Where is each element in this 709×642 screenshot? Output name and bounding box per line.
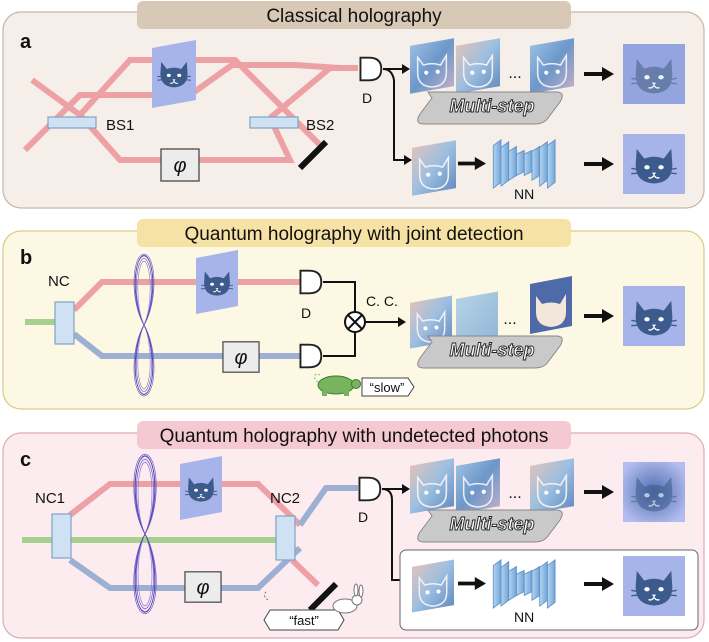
multistep-label-a: Multi-step (450, 96, 535, 116)
detector-c (358, 476, 382, 502)
panel-c-title-box (137, 421, 571, 449)
panel-c: Quantum holography with undetected photo… (2, 421, 705, 639)
nonlinear-crystal-2 (275, 515, 296, 561)
result-a-noisy (623, 44, 685, 104)
dots-b: ... (503, 311, 516, 328)
result-b (623, 286, 685, 346)
detector-a (359, 56, 383, 82)
panel-a-title: Classical holography (266, 6, 442, 27)
detector-label-c: D (358, 509, 368, 525)
multistep-label-c: Multi-step (450, 514, 535, 534)
result-c-clean (623, 556, 685, 616)
panel-c-branch-arrows (381, 488, 404, 581)
beam-upper (22, 62, 341, 153)
multistep-label-b: Multi-step (450, 340, 535, 360)
object-cat-c (180, 456, 222, 520)
beam-dump-c (307, 581, 339, 613)
nonlinear-crystal-b (54, 301, 75, 345)
multistep-box-b (417, 335, 563, 369)
panel-a-title-box (137, 1, 571, 29)
cc-label: C. C. (366, 293, 398, 309)
hologram-a-3 (530, 38, 574, 94)
result-a-clean (623, 134, 685, 194)
hologram-c-2 (456, 458, 500, 514)
bs2-label: BS2 (306, 117, 334, 134)
panel-a: Classical holography a BS1 BS2 φ D (2, 1, 705, 209)
nn-label-a: NN (514, 186, 534, 202)
object-cat-b (196, 250, 238, 314)
hologram-c-4 (412, 558, 454, 614)
panel-b-title: Quantum holography with joint detection (184, 224, 523, 245)
panel-a-branch-arrows (382, 68, 404, 161)
panel-b-letter: b (20, 247, 32, 269)
nc1-label: NC1 (35, 490, 65, 507)
slow-label: “slow” (370, 380, 405, 395)
coincidence-wires (323, 281, 398, 357)
hologram-a-2 (456, 38, 500, 94)
object-cat-a (152, 40, 196, 108)
beam-lower (30, 77, 295, 163)
beam-to-detector (268, 65, 358, 121)
phase-label-b: φ (234, 347, 247, 369)
hologram-b-3 (530, 276, 572, 334)
multistep-box-a (417, 91, 563, 125)
rabbit-icon (263, 583, 364, 614)
hologram-c-1 (410, 458, 454, 514)
idler-beam-c (68, 545, 303, 591)
beam-splitter-1 (47, 116, 97, 129)
hologram-a-1 (410, 38, 454, 94)
signal-out-c (289, 557, 321, 588)
nonlinear-crystal-1 (51, 513, 72, 559)
panel-b: Quantum holography with joint detection … (2, 219, 705, 410)
beam-splitter-2 (249, 116, 299, 129)
turtle-icon (313, 373, 361, 396)
multistep-box-c (417, 509, 563, 543)
nn-label-c: NN (514, 609, 534, 625)
bs1-label: BS1 (106, 117, 134, 134)
coincidence-cross-icon (347, 314, 363, 330)
hologram-a-4 (412, 140, 456, 196)
detector-b-2 (299, 343, 323, 369)
panel-c-title: Quantum holography with undetected photo… (160, 426, 549, 447)
detector-label-b: D (301, 305, 311, 321)
result-c-blurry (623, 462, 685, 522)
fast-label: “fast” (289, 613, 319, 628)
panel-a-letter: a (20, 31, 32, 53)
slow-tag (361, 377, 415, 397)
detector-label-a: D (362, 90, 372, 106)
hologram-c-3 (530, 458, 574, 514)
dots-a: ... (508, 65, 521, 82)
beam-dump-a (297, 139, 329, 171)
dots-c: ... (508, 485, 521, 502)
nc-label-b: NC (48, 273, 70, 290)
panel-a-background (2, 11, 705, 209)
nc2-label: NC2 (270, 490, 300, 507)
phase-label-a: φ (173, 155, 186, 177)
output-beam-c (297, 485, 358, 527)
panel-c-letter: c (20, 449, 31, 471)
detector-b-1 (299, 269, 323, 295)
phase-label-c: φ (196, 577, 209, 599)
panel-b-title-box (137, 219, 571, 247)
